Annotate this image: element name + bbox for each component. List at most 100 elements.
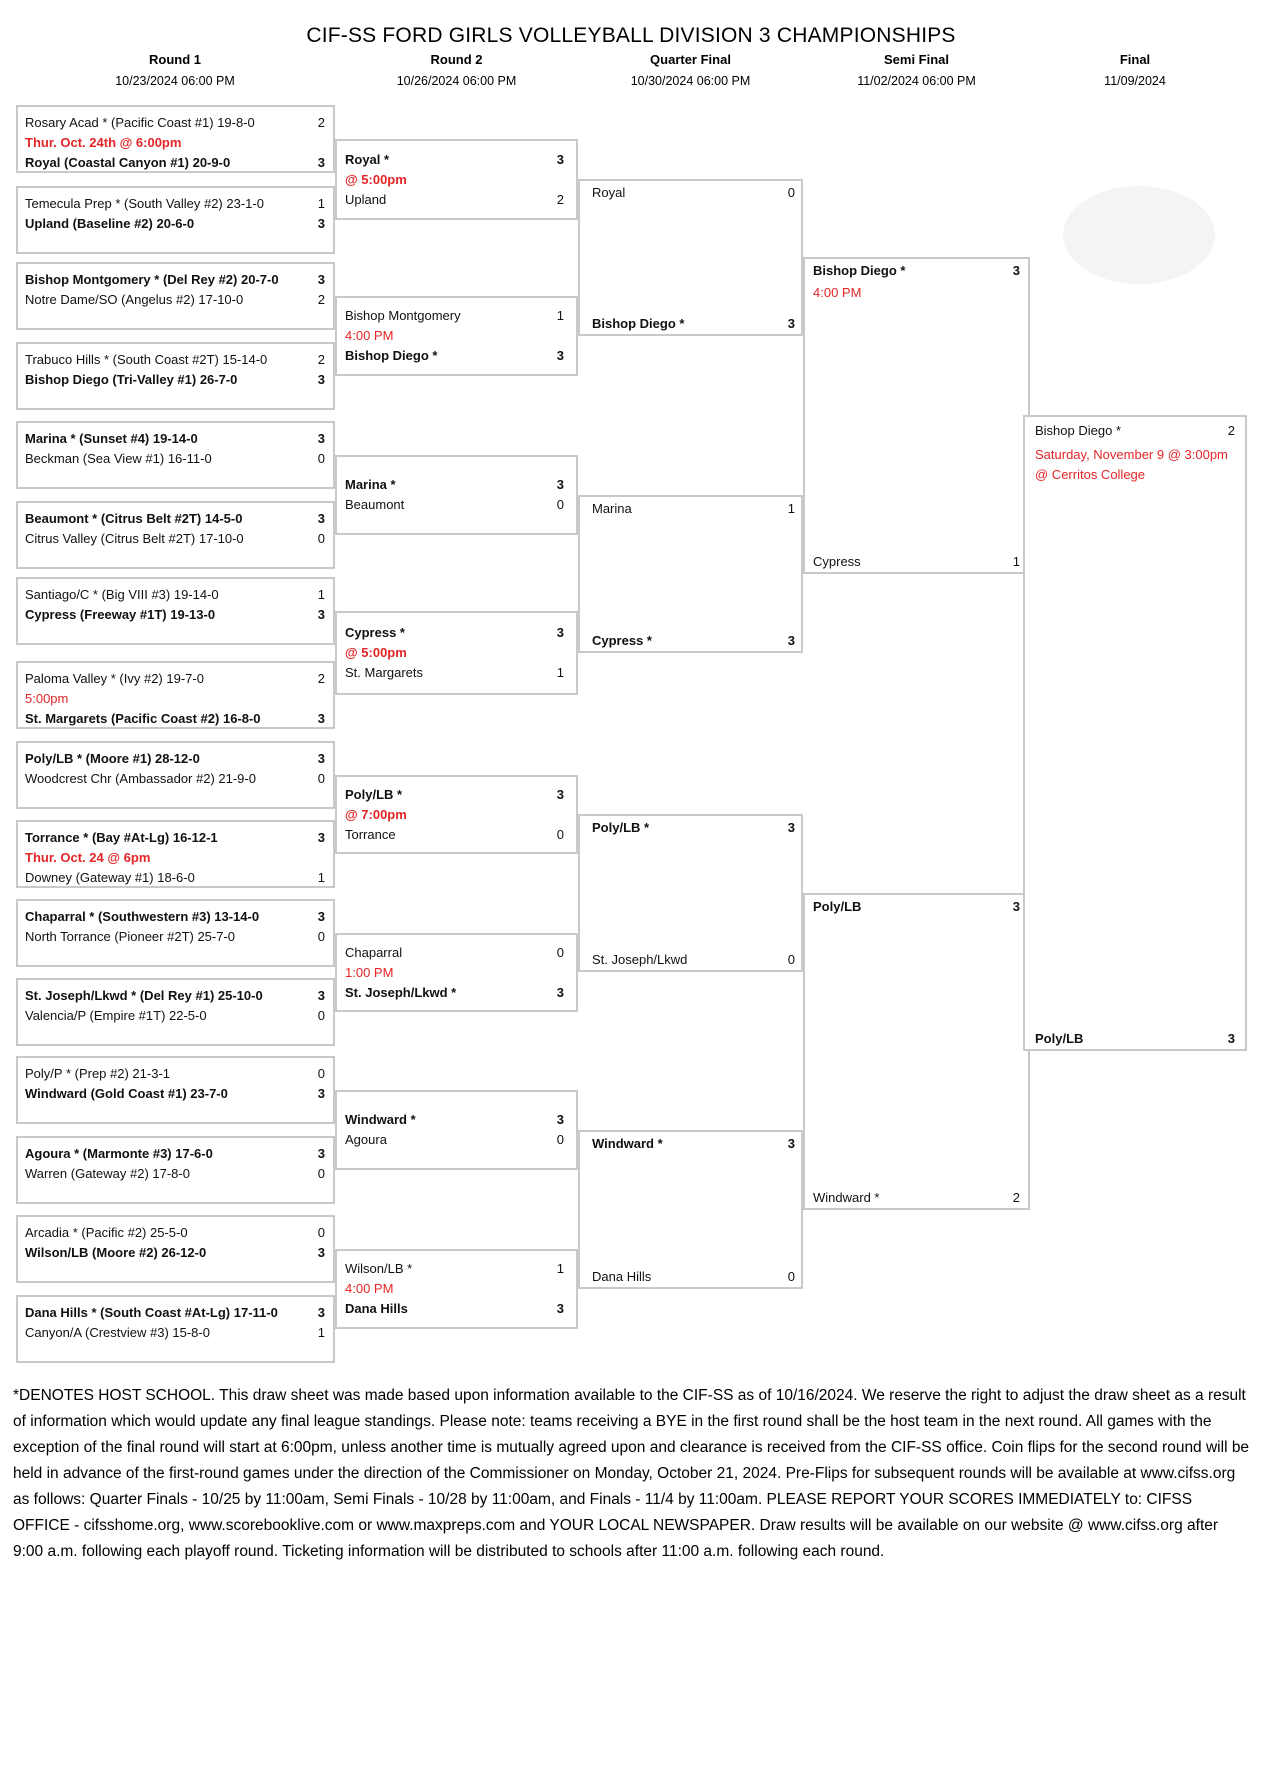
match-r1-10: Torrance * (Bay #At-Lg) 16-12-1 3 Thur. O… — [16, 820, 335, 888]
team-score: 2 — [317, 115, 325, 130]
team-name: Poly/LB * — [345, 786, 403, 802]
team-name: Cypress * — [345, 625, 405, 640]
schedule-note: Thur. Oct. 24 @ 6pm — [25, 850, 151, 865]
team-score: 1 — [787, 501, 795, 516]
team-name: Downey (Gateway #1) 18-6-0 — [25, 870, 195, 885]
team-name: North Torrance (Pioneer #2T) 25-7-0 — [25, 929, 236, 944]
team-name: Marina * (Sunset #4) 19-14-0 — [25, 431, 198, 446]
team-name: Upland (Baseline #2) 20-6-0 — [25, 216, 195, 231]
team-name: Royal (Coastal Canyon #1) 20-9-0 — [25, 155, 231, 170]
column-label: Round 2 — [430, 52, 483, 67]
column-date: 10/26/2024 06:00 PM — [396, 74, 517, 88]
column-label: Round 1 — [149, 52, 201, 67]
team-name: Bishop Diego * — [592, 316, 685, 331]
team-score: 3 — [317, 431, 325, 446]
team-score: 1 — [556, 665, 564, 680]
column-header-round2: Round 2 10/26/2024 06:00 PM — [335, 52, 578, 88]
team-score: 0 — [317, 929, 325, 944]
team-score: 3 — [317, 909, 325, 924]
team-score: 1 — [556, 308, 564, 323]
team-score: 0 — [556, 497, 564, 512]
team-score: 3 — [317, 1305, 325, 1320]
team-score: 3 — [317, 511, 325, 526]
page-title: CIF-SS FORD GIRLS VOLLEYBALL DIVISION 3 … — [306, 24, 956, 47]
schedule-note: @ 7:00pm — [345, 806, 407, 822]
schedule-note: 5:00pm — [25, 691, 69, 706]
team-score: 1 — [317, 870, 325, 885]
team-name: Poly/P * (Prep #2) 21-3-1 — [25, 1066, 170, 1081]
team-score: 2 — [317, 671, 325, 686]
team-score: 3 — [317, 607, 325, 622]
team-score: 0 — [556, 826, 564, 842]
team-name: Wilson/LB (Moore #2) 26-12-0 — [25, 1245, 207, 1260]
column-label: Quarter Final — [650, 52, 731, 67]
column-date: 10/23/2024 06:00 PM — [115, 74, 235, 88]
team-name: Agoura — [345, 1132, 387, 1147]
team-name: Windward * — [592, 1136, 663, 1151]
column-label: Semi Final — [883, 52, 950, 67]
team-name: Temecula Prep * (South Valley #2) 23-1-0 — [25, 196, 264, 211]
team-name: Trabuco Hills * (South Coast #2T) 15-14-… — [25, 352, 268, 367]
team-score: 3 — [556, 1112, 564, 1127]
team-name: Torrance * (Bay #At-Lg) 16-12-1 — [25, 830, 218, 845]
team-score: 2 — [1227, 423, 1235, 438]
team-name: St. Margarets (Pacific Coast #2) 16-8-0 — [25, 711, 261, 726]
team-score: 3 — [317, 988, 325, 1003]
team-name: Beaumont * (Citrus Belt #2T) 14-5-0 — [25, 511, 243, 526]
team-score: 3 — [317, 372, 325, 387]
team-name: St. Joseph/Lkwd — [592, 952, 688, 967]
team-name: St. Joseph/Lkwd * (Del Rey #1) 25-10-0 — [25, 988, 263, 1003]
column-header-final: Final 11/09/2024 — [1023, 52, 1247, 88]
team-score: 3 — [317, 1146, 325, 1161]
team-name: Poly/LB — [813, 899, 862, 914]
team-name: Dana Hills * (South Coast #At-Lg) 17-11-… — [25, 1305, 278, 1320]
column-header-semifinal: Semi Final 11/02/2024 06:00 PM — [803, 52, 1030, 88]
team-score: 3 — [1012, 899, 1020, 914]
team-score: 3 — [556, 348, 564, 363]
team-name: Dana Hills — [592, 1269, 652, 1284]
team-name: Bishop Montgomery — [345, 308, 461, 323]
team-score: 1 — [317, 587, 325, 602]
team-name: Arcadia * (Pacific #2) 25-5-0 — [25, 1225, 188, 1240]
team-score: 3 — [317, 1245, 325, 1260]
team-name: Warren (Gateway #2) 17-8-0 — [25, 1166, 190, 1181]
team-name: St. Joseph/Lkwd * — [345, 984, 457, 1000]
team-score: 3 — [317, 155, 325, 170]
schedule-note: Saturday, November 9 @ 3:00pm — [1035, 447, 1228, 462]
team-name: Notre Dame/SO (Angelus #2) 17-10-0 — [25, 292, 244, 307]
match-r1-2: Temecula Prep * (South Valley #2) 23-1-0… — [16, 186, 335, 254]
team-name: Marina — [592, 501, 632, 516]
team-score: 3 — [317, 830, 325, 845]
team-score: 3 — [317, 751, 325, 766]
team-name: Bishop Diego * — [1035, 423, 1121, 438]
team-name: Torrance — [345, 826, 396, 842]
schedule-note: @ 5:00pm — [345, 645, 407, 660]
team-score: 3 — [556, 786, 564, 802]
match-r1-4: Trabuco Hills * (South Coast #2T) 15-14-… — [16, 342, 335, 410]
team-name: Chaparral — [345, 944, 403, 960]
team-score: 0 — [317, 1066, 325, 1081]
team-name: Bishop Diego * — [345, 348, 438, 363]
team-score: 0 — [317, 771, 325, 786]
team-score: 2 — [317, 292, 325, 307]
team-score: 3 — [556, 1301, 564, 1316]
team-score: 0 — [787, 1269, 795, 1284]
team-score: 0 — [787, 185, 795, 200]
team-name: Cypress * — [592, 633, 652, 648]
team-score: 3 — [556, 477, 564, 492]
team-name: Chaparral * (Southwestern #3) 13-14-0 — [25, 909, 260, 924]
